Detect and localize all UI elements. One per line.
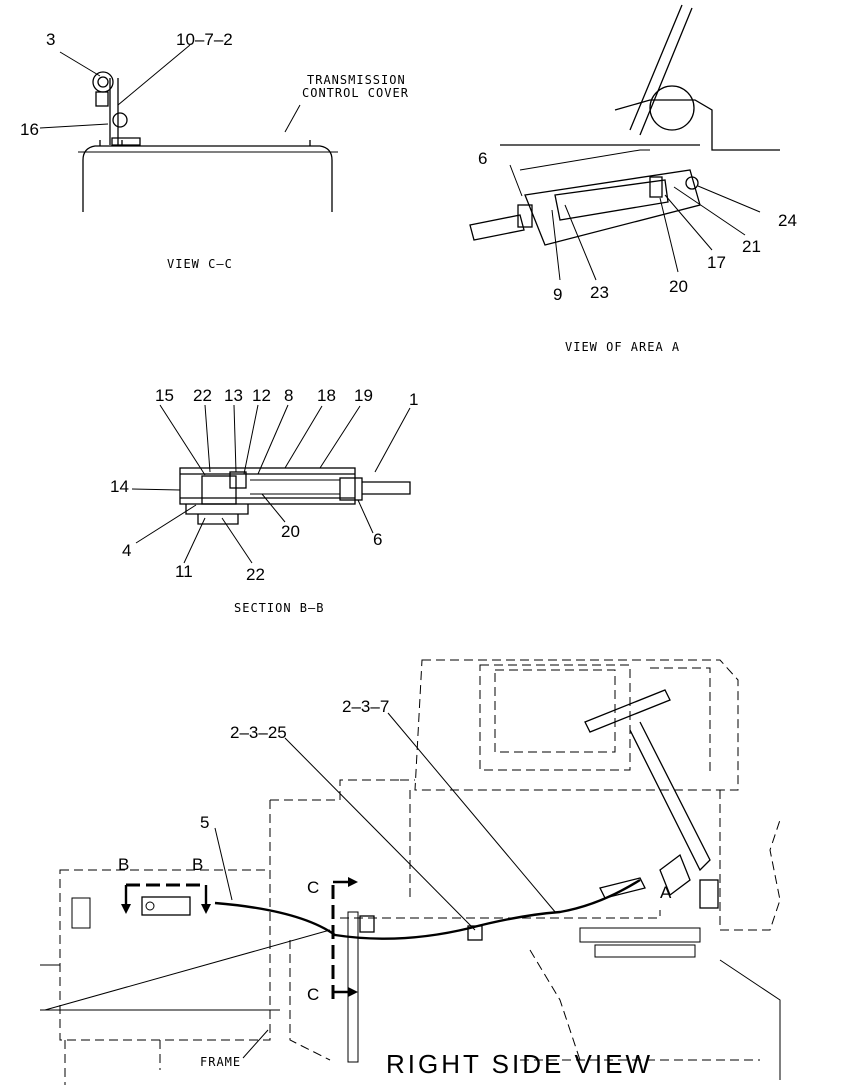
view-area-a-caption: VIEW OF AREA A [565,340,680,354]
section-bb: 15 22 13 12 8 18 19 1 14 4 11 22 20 6 SE… [110,386,418,615]
transmission-housing [59,869,271,1041]
callout-5: 5 [200,813,209,832]
control-cover-body [82,145,333,212]
callout-3: 3 [46,30,55,49]
callout-20-section: 20 [281,522,300,541]
section-mark-b-left: B [118,855,129,874]
cab-lever [584,689,671,733]
callout-12: 12 [252,386,271,405]
view-area-a: 6 24 21 17 20 9 23 VIEW OF AREA A [469,4,797,354]
callout-2-3-7: 2–3–7 [342,697,389,716]
callout-22-top: 22 [193,386,212,405]
right-side-view: 2–3–25 2–3–7 5 B B C C A FRAME RIGHT SID… [40,659,781,1085]
callout-1: 1 [409,390,418,409]
right-side-view-caption: RIGHT SIDE VIEW [386,1049,653,1079]
section-mark-c-top: C [307,878,319,897]
view-cc-caption: VIEW C–C [167,257,233,271]
transmission-note-line2: CONTROL COVER [302,86,409,100]
view-cc: 3 10–7–2 16 TRANSMISSION CONTROL COVER V… [20,30,409,271]
callout-16: 16 [20,120,39,139]
frame-member [347,911,359,1063]
section-mark-b-right: B [192,855,203,874]
callout-21: 21 [742,237,761,256]
callout-6-section: 6 [373,530,382,549]
actuator-rod [362,481,411,495]
callout-24: 24 [778,211,797,230]
callout-11: 11 [175,562,193,581]
callout-15: 15 [155,386,174,405]
rod-end [469,214,525,241]
callout-13: 13 [224,386,243,405]
callout-17: 17 [707,253,726,272]
actuator-housing [179,467,356,505]
callout-18: 18 [317,386,336,405]
callout-2-3-25: 2–3–25 [230,723,287,742]
callout-23: 23 [590,283,609,302]
area-mark-a: A [660,883,672,902]
control-lever [629,4,693,136]
callout-8: 8 [284,386,293,405]
cab-outline [414,659,739,791]
callout-20: 20 [669,277,688,296]
section-mark-c-bottom: C [307,985,319,1004]
linkage-bracket [524,169,701,246]
callout-6: 6 [478,149,487,168]
cylinder [554,179,669,221]
frame-label: FRAME [200,1055,241,1069]
callout-10-7-2: 10–7–2 [176,30,233,49]
transmission-note-line1: TRANSMISSION [307,73,406,87]
callout-22-bottom: 22 [246,565,265,584]
callout-19: 19 [354,386,373,405]
callout-14: 14 [110,477,129,496]
control-cable [214,878,641,940]
section-bb-caption: SECTION B–B [234,601,324,615]
callout-4: 4 [122,541,131,560]
callout-9: 9 [553,285,562,304]
actuator [141,896,191,916]
